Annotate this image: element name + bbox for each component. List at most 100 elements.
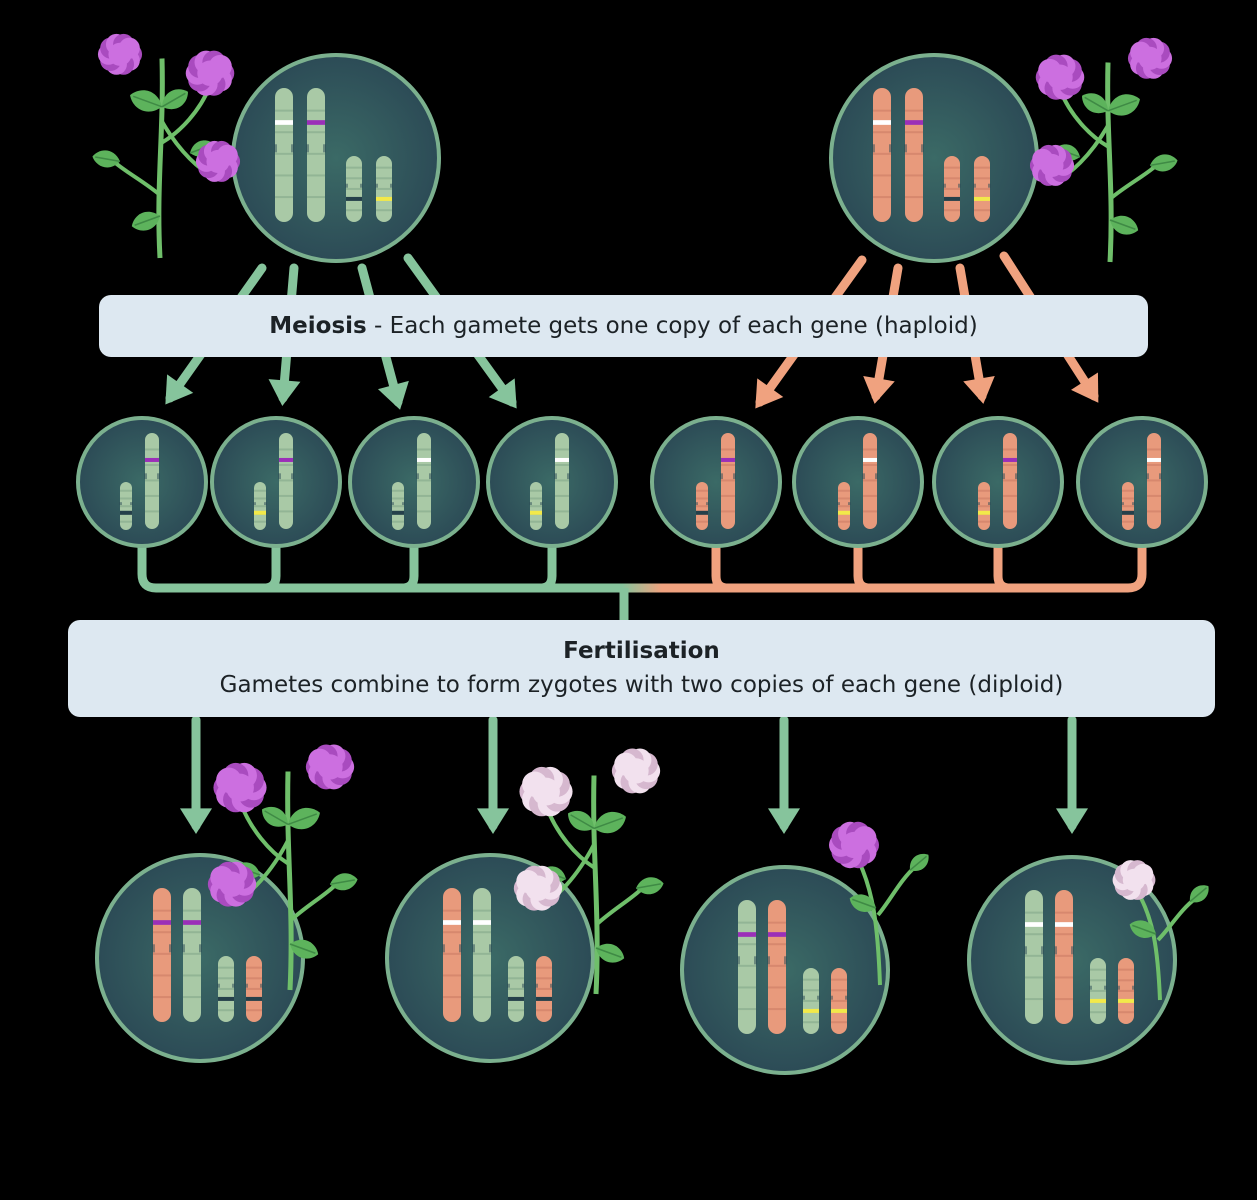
arrow: [1056, 715, 1088, 834]
connector-layer: [137, 251, 1147, 834]
centromere: [522, 983, 525, 988]
chromosome: [1024, 890, 1044, 1024]
chromosome-stripe: [1122, 489, 1134, 492]
gene-band: [555, 457, 569, 462]
centromere: [253, 502, 256, 506]
chromosome-stripe: [246, 1009, 262, 1012]
meiosis-separator: -: [366, 313, 390, 339]
chromosome-stripe: [145, 448, 159, 451]
centromere: [784, 956, 787, 965]
cell-membrane: [486, 416, 618, 548]
centromere: [144, 473, 147, 480]
chromosome-stripe: [443, 996, 461, 999]
chromosome-stripe: [254, 489, 266, 492]
gamete-connector: [853, 542, 871, 593]
centromere: [1117, 985, 1120, 990]
centromere: [306, 144, 309, 153]
chromosome: [802, 968, 820, 1034]
centromere: [507, 983, 510, 988]
centromere: [754, 956, 757, 965]
gamete-cell: [210, 416, 342, 548]
chromosome: [872, 88, 892, 222]
chromosome-stripe: [555, 463, 569, 466]
gene-band: [1122, 510, 1134, 515]
chromosome-stripe: [838, 489, 850, 492]
chromosome-stripe: [863, 479, 877, 482]
chromosome-stripe: [307, 131, 325, 134]
chromosome-stripe: [246, 987, 262, 990]
centromere: [872, 144, 875, 153]
centromere: [416, 473, 419, 480]
arrow-head: [1056, 808, 1088, 834]
seedling-plant: [829, 821, 929, 986]
centromere: [130, 502, 133, 506]
centromere: [323, 144, 326, 153]
leaf-vein: [909, 855, 928, 871]
flower: [1029, 144, 1075, 186]
gene-band: [696, 510, 708, 515]
flower: [513, 865, 563, 911]
centromere: [1121, 502, 1124, 506]
centromere: [391, 502, 394, 506]
chromosome-stripe: [120, 497, 132, 500]
chromosome-stripe: [803, 989, 819, 992]
chromosome-stripe: [508, 977, 524, 980]
chromosome-stripe: [376, 187, 392, 190]
chromosome-stripe: [873, 174, 891, 177]
flower-head: [226, 773, 254, 802]
leaf: [130, 90, 163, 112]
meiosis-title: Meiosis: [269, 313, 367, 339]
centromere: [119, 502, 122, 506]
chromosome-stripe: [530, 520, 542, 523]
gene-band: [246, 996, 262, 1001]
chromosome: [345, 156, 363, 222]
cell-membrane: [792, 416, 924, 548]
chromosome: [767, 900, 787, 1034]
chromosome-stripe: [944, 187, 960, 190]
leaf-vein: [287, 813, 318, 826]
flower-head: [219, 871, 245, 897]
chromosome-stripe: [473, 974, 491, 977]
chromosome-stripe: [275, 196, 293, 199]
chromosome: [737, 900, 757, 1034]
chromosome-stripe: [944, 166, 960, 169]
centromere: [817, 995, 820, 1000]
chromosome-stripe: [1003, 463, 1017, 466]
flower-head: [197, 60, 223, 86]
chromosome-stripe: [183, 996, 201, 999]
chromosome-stripe: [738, 921, 756, 924]
chromosome-stripe: [696, 520, 708, 523]
chromosome-stripe: [145, 510, 159, 513]
leaf: [131, 211, 161, 231]
chromosome-stripe: [530, 505, 542, 508]
leaf: [92, 150, 121, 168]
centromere: [1024, 946, 1027, 955]
chromosome-stripe: [838, 520, 850, 523]
centromere: [390, 183, 393, 188]
chromosome-stripe: [145, 463, 159, 466]
chromosome-stripe: [275, 152, 293, 155]
chromosome: [554, 433, 570, 529]
leaf: [849, 894, 877, 912]
chromosome-stripe: [473, 931, 491, 934]
chromosome-stripe: [978, 520, 990, 523]
seedling-plant: [1112, 860, 1209, 1001]
chromosome-stripe: [443, 952, 461, 955]
chromosome-stripe: [279, 494, 293, 497]
chromosome-stripe: [443, 931, 461, 934]
chromosome-stripe: [473, 996, 491, 999]
chromosome-stripe: [183, 974, 201, 977]
chromosome-stripe: [153, 974, 171, 977]
gene-band: [1118, 998, 1134, 1003]
chromosome: [416, 433, 432, 529]
chromosome-stripe: [183, 909, 201, 912]
chromosome-stripe: [536, 1009, 552, 1012]
centromere: [767, 956, 770, 965]
chromosome-stripe: [536, 966, 552, 969]
flower: [1035, 54, 1085, 100]
centromere: [291, 144, 294, 153]
chromosome-stripe: [978, 505, 990, 508]
centromere: [535, 983, 538, 988]
leaf: [595, 943, 625, 963]
parent-green: [231, 53, 441, 263]
